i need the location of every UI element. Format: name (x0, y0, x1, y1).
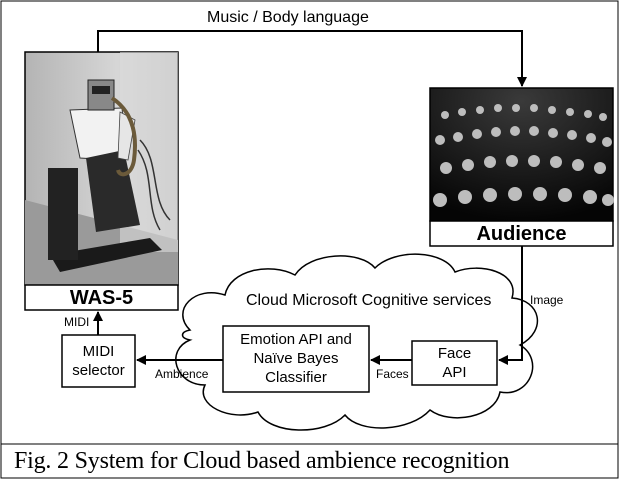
cloud-title: Cloud Microsoft Cognitive services (246, 292, 492, 309)
ambience-label: Ambience (155, 367, 209, 381)
emotion-api-line2: Naïve Bayes (253, 350, 339, 367)
face-api-box (411, 340, 498, 386)
emotion-api-line1: Emotion API and (240, 331, 352, 348)
midi-selector-line2: selector (72, 362, 125, 379)
robot-title: WAS-5 (69, 287, 134, 309)
midi-selector-box (61, 334, 136, 388)
image-arrow (498, 246, 523, 365)
audience-title-box (429, 220, 614, 247)
midi-selector-label: MIDI selector (62, 342, 135, 380)
robot-title-box (24, 284, 179, 311)
emotion-api-label: Emotion API and Naïve Bayes Classifier (223, 330, 369, 387)
image-label: Image (530, 293, 564, 307)
music-body-language-label: Music / Body language (207, 9, 369, 26)
emotion-api-box (222, 325, 370, 393)
faces-label: Faces (376, 367, 409, 381)
music-body-language-arrow (97, 30, 527, 87)
audience-title: Audience (476, 223, 567, 245)
midi-label: MIDI (64, 315, 90, 329)
face-api-line2: API (442, 364, 467, 381)
audience-photo (429, 87, 614, 222)
figure-caption: Fig. 2 System for Cloud based ambience r… (14, 448, 510, 474)
robot-photo (24, 51, 179, 286)
face-api-line1: Face (437, 345, 472, 362)
midi-selector-line1: MIDI (82, 343, 115, 360)
face-api-label: Face API (412, 344, 497, 382)
emotion-api-line3: Classifier (265, 369, 327, 386)
